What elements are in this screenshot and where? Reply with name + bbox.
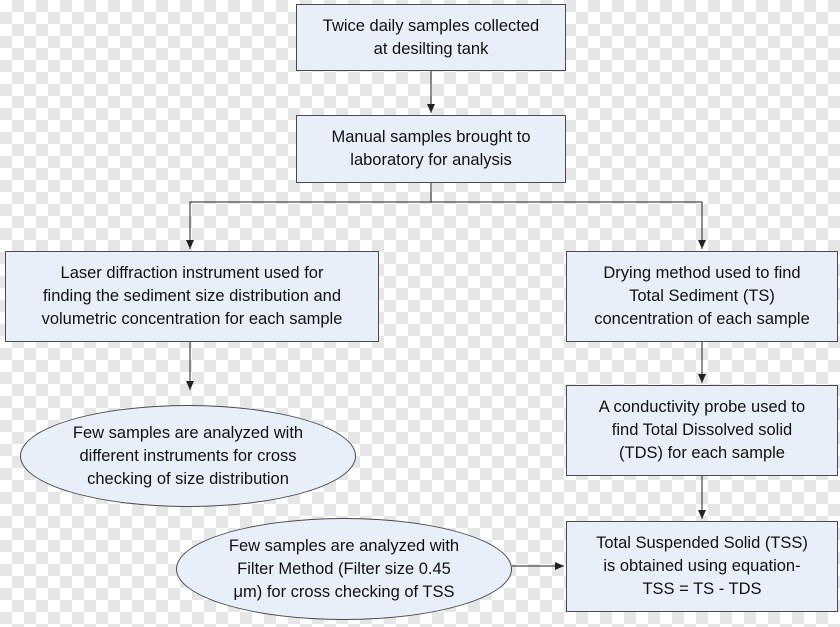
edge-lab-to-drying [431, 201, 706, 249]
node-filter-method: Few samples are analyzed with Filter Met… [176, 518, 512, 620]
node-conductivity-probe-label: A conductivity probe used to find Total … [598, 398, 806, 462]
node-samples-collected: Twice daily samples collected at desilti… [296, 4, 566, 71]
node-samples-to-laboratory: Manual samples brought to laboratory for… [296, 115, 566, 183]
node-samples-collected-label: Twice daily samples collected at desilti… [322, 16, 540, 58]
node-conductivity-probe: A conductivity probe used to find Total … [566, 385, 838, 476]
node-filter-method-label: Few samples are analyzed with Filter Met… [228, 536, 460, 601]
edge-lab-to-laser [186, 183, 432, 249]
node-size-cross-check-label: Few samples are analyzed with different … [72, 423, 304, 488]
node-total-suspended-solid-label: Total Suspended Solid (TSS) is obtained … [596, 534, 808, 598]
node-laser-diffraction-label: Laser diffraction instrument used for fi… [41, 264, 343, 328]
node-drying-method: Drying method used to find Total Sedimen… [566, 251, 838, 342]
node-drying-method-label: Drying method used to find Total Sedimen… [594, 264, 810, 328]
node-size-cross-check: Few samples are analyzed with different … [20, 405, 356, 507]
node-total-suspended-solid: Total Suspended Solid (TSS) is obtained … [566, 521, 838, 612]
node-laser-diffraction: Laser diffraction instrument used for fi… [5, 251, 379, 342]
node-samples-to-laboratory-label: Manual samples brought to laboratory for… [331, 128, 531, 169]
